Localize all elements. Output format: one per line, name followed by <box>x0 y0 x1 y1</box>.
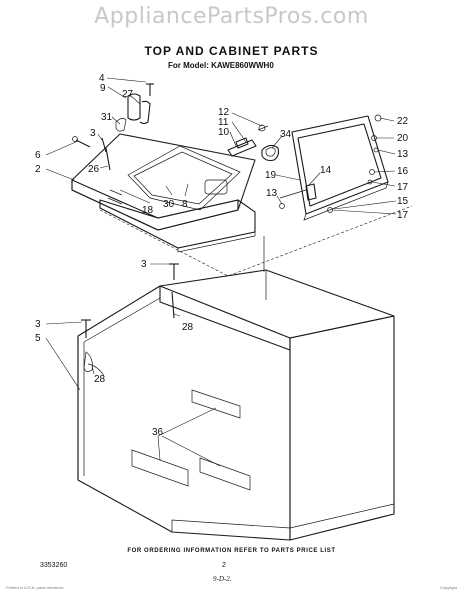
callout-14: 14 <box>320 165 332 176</box>
callout-11: 11 <box>218 117 229 128</box>
callout-5: 5 <box>35 333 41 344</box>
lid-hinge-assembly <box>227 124 280 162</box>
callout-18: 18 <box>142 205 154 216</box>
callout-16: 16 <box>397 166 409 177</box>
callout-3: 3 <box>141 259 147 270</box>
callout-3: 3 <box>35 319 41 330</box>
document-number: 3353260 <box>40 562 68 569</box>
callout-30: 30 <box>163 199 175 210</box>
ordering-note: FOR ORDERING INFORMATION REFER TO PARTS … <box>127 548 336 554</box>
callout-28: 28 <box>182 322 194 333</box>
callout-4: 4 <box>99 73 105 84</box>
callout-leaders <box>45 77 397 467</box>
date-code: 9-D-2. <box>213 575 232 583</box>
washer-cabinet <box>77 236 395 541</box>
callout-3: 3 <box>90 128 96 139</box>
callout-12: 12 <box>218 107 230 118</box>
model-line: For Model: KAWE860WWH0 <box>168 61 274 70</box>
callout-27: 27 <box>122 89 134 100</box>
lid-assembly <box>279 114 389 221</box>
callout-34: 34 <box>280 129 292 140</box>
callout-15: 15 <box>397 196 409 207</box>
callout-36: 36 <box>152 427 164 438</box>
fine-print-left: Printed in U.S.A. parts reference <box>6 585 64 590</box>
callout-labels: 4 9 27 31 3 6 26 2 18 30 8 12 11 10 34 2… <box>35 73 409 438</box>
callout-17: 17 <box>397 210 409 221</box>
hinge-hardware <box>72 83 154 171</box>
callout-13: 13 <box>266 188 278 199</box>
diagram-title: TOP AND CABINET PARTS <box>144 44 319 58</box>
watermark: AppliancePartsPros.com <box>94 4 369 29</box>
callout-8: 8 <box>182 199 188 210</box>
callout-20: 20 <box>397 133 409 144</box>
callout-9: 9 <box>100 83 106 94</box>
callout-26: 26 <box>88 164 100 175</box>
callout-2: 2 <box>35 164 41 175</box>
callout-22: 22 <box>397 116 409 127</box>
callout-6: 6 <box>35 150 41 161</box>
washer-top-panel <box>71 133 256 253</box>
callout-17: 17 <box>397 182 409 193</box>
callout-10: 10 <box>218 127 230 138</box>
page-number: 2 <box>222 562 226 569</box>
callout-31: 31 <box>101 112 113 123</box>
callout-13: 13 <box>397 149 409 160</box>
fine-print-right: Copyright <box>439 585 457 590</box>
callout-28: 28 <box>94 374 106 385</box>
callout-19: 19 <box>265 170 277 181</box>
